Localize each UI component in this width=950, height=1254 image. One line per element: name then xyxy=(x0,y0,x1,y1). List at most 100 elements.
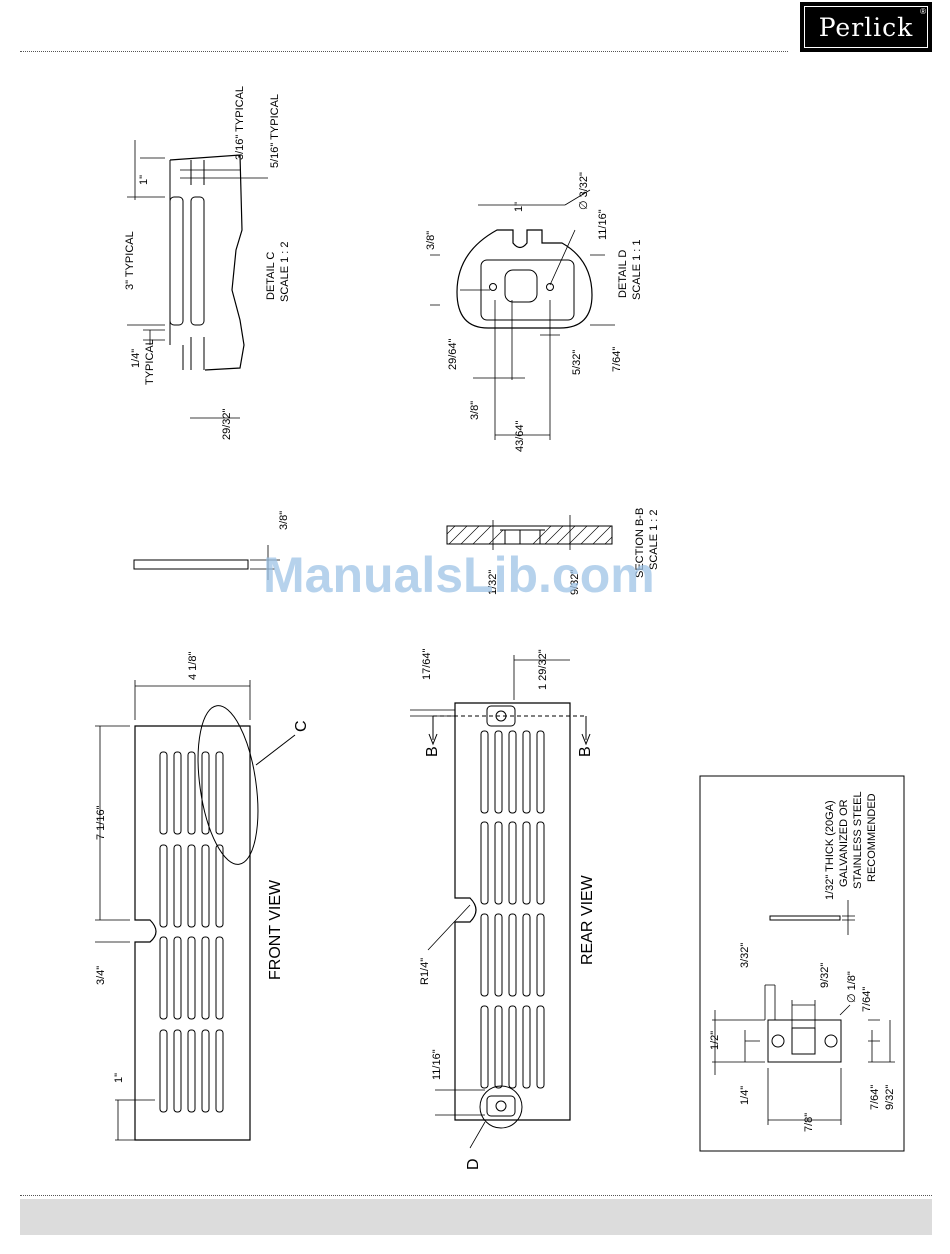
front-view-slot-14 xyxy=(201,936,210,1020)
detail-c-dim-e1: 1/4" xyxy=(130,349,142,368)
rear-view-dim-radius: R1/4" xyxy=(419,958,431,985)
detail-d-hole-left xyxy=(489,283,497,291)
shim-hole-left xyxy=(771,1034,785,1048)
front-view-slot-20 xyxy=(215,1029,224,1113)
rear-view-slot-6 xyxy=(480,821,489,905)
front-view-slot-12 xyxy=(173,936,182,1020)
shim-plate xyxy=(767,1019,842,1063)
rear-view-detail-circle xyxy=(479,1085,523,1129)
detail-d-dim-f: 5/32" xyxy=(571,350,583,375)
detail-c-dim-d: 3" TYPICAL xyxy=(124,231,136,290)
rear-view-slot-12 xyxy=(494,913,503,997)
shim-note-3: STAINLESS STEEL xyxy=(852,791,864,889)
shim-dim-g: 7/64" xyxy=(869,1085,881,1110)
front-view-dim-end: 1" xyxy=(113,1073,125,1083)
rear-view-slot-16 xyxy=(480,1005,489,1089)
rear-view-section-mark-right: B xyxy=(577,746,594,757)
rear-view-boss-bottom xyxy=(486,1095,516,1117)
front-view-slot-10 xyxy=(215,844,224,928)
rear-view-slot-7 xyxy=(494,821,503,905)
side-dimlines xyxy=(250,545,280,580)
detail-c-dim-e2: TYPICAL xyxy=(144,339,156,385)
section-bb-scale: SCALE 1 : 2 xyxy=(648,509,660,570)
shim-dim-e: 1/2" xyxy=(709,1031,721,1050)
shim-edge-dim xyxy=(842,900,855,935)
rear-view-slot-10 xyxy=(536,821,545,905)
rear-view-slot-20 xyxy=(536,1005,545,1089)
shim-dim-f: 1/4" xyxy=(739,1086,751,1105)
detail-d-dim-b: ∅ 3/32" xyxy=(578,172,590,210)
front-view-slot-7 xyxy=(173,844,182,928)
rear-view-dim-b: 1 29/32" xyxy=(537,649,549,690)
section-bb-hatch xyxy=(446,525,613,545)
front-view-slot-5 xyxy=(215,751,224,835)
front-view-slot-2 xyxy=(173,751,182,835)
section-bb-title: SECTION B-B xyxy=(634,508,646,578)
rear-view-dim-c: 11/16" xyxy=(431,1049,443,1080)
perlick-logo: Perlick ® xyxy=(800,2,932,52)
front-view-callout: C xyxy=(293,720,310,732)
front-view-outline xyxy=(134,725,251,1141)
rear-view-slot-11 xyxy=(480,913,489,997)
rear-view-slot-5 xyxy=(536,730,545,814)
detail-d-scale: SCALE 1 : 1 xyxy=(631,239,643,300)
front-view-slot-6 xyxy=(159,844,168,928)
detail-c-edge xyxy=(169,160,184,370)
detail-d-outline xyxy=(456,229,593,329)
rear-view-slot-17 xyxy=(494,1005,503,1089)
rear-view-slot-4 xyxy=(522,730,531,814)
section-bb-dim-b: 9/32" xyxy=(569,570,581,595)
rear-view-slot-2 xyxy=(494,730,503,814)
shim-box xyxy=(699,775,905,1152)
detail-c-dim-f: 29/32" xyxy=(221,408,233,440)
detail-d-dim-i: 43/64" xyxy=(514,420,526,452)
rear-view-boss-bottom-hole xyxy=(495,1100,507,1112)
rear-view-dim-a: 17/64" xyxy=(421,648,433,680)
detail-c-scale: SCALE 1 : 2 xyxy=(279,241,291,302)
rear-view-title: REAR VIEW xyxy=(579,874,596,965)
front-view-slot-13 xyxy=(187,936,196,1020)
detail-d-title: DETAIL D xyxy=(617,250,629,298)
watermark: ManualsLib.com xyxy=(263,547,655,603)
logo-registered-mark: ® xyxy=(920,7,926,16)
rear-view-leaders xyxy=(410,655,570,1149)
front-view-slot-1 xyxy=(159,751,168,835)
rear-view-section-mark-left: B xyxy=(424,746,441,757)
section-bb: 1/32" 9/32" SECTION B-B SCALE 1 : 2 xyxy=(446,508,660,595)
front-view-slot-18 xyxy=(187,1029,196,1113)
shim-dim-c: ∅ 1/8" xyxy=(846,971,858,1003)
shim-note-4: RECOMMENDED xyxy=(866,793,878,882)
front-view-slot-3 xyxy=(187,751,196,835)
shim-edge xyxy=(769,915,841,921)
detail-d-dimlines xyxy=(430,189,615,440)
shim-dim-b: 9/32" xyxy=(819,963,831,988)
rear-view-callout: D xyxy=(465,1158,482,1170)
detail-c-dim-c: 1" xyxy=(138,175,150,185)
shim-hole-right xyxy=(824,1034,838,1048)
rear-view-slot-15 xyxy=(536,913,545,997)
rear-view-slot-13 xyxy=(508,913,517,997)
shim-note-1: 1/32" THICK (20GA) xyxy=(824,800,836,900)
logo-text: Perlick xyxy=(818,12,914,42)
detail-d-dim-a: 1" xyxy=(513,202,525,212)
shim-dimlines xyxy=(712,984,895,1125)
rear-view-section-arrows xyxy=(428,716,591,746)
rear-view-slot-18 xyxy=(508,1005,517,1089)
detail-c-dim-a: 3/16" TYPICAL xyxy=(234,86,246,160)
rear-view: 17/64" 1 29/32" R1/4" 11/16" B B D REAR … xyxy=(410,648,596,1170)
footer-bar xyxy=(20,1199,932,1235)
detail-d-dim-h: 3/8" xyxy=(469,401,481,420)
shim-dim-a: 3/32" xyxy=(739,943,751,968)
section-bb-dimlines xyxy=(492,515,580,550)
front-view-slot-17 xyxy=(173,1029,182,1113)
front-view-dimlines xyxy=(95,680,251,1141)
header-rule xyxy=(20,51,788,52)
detail-d-dim-c: 11/16" xyxy=(597,209,609,240)
shim-square-hole xyxy=(791,1027,816,1055)
front-view-slot-9 xyxy=(201,844,210,928)
front-view-slot-8 xyxy=(187,844,196,928)
front-view-title: FRONT VIEW xyxy=(267,879,284,980)
detail-d: 1" ∅ 3/32" 11/16" 3/8" 29/64" 5/32" 7/64… xyxy=(425,172,643,452)
detail-c-dimlines xyxy=(127,140,268,419)
shim-dim-h: 9/32" xyxy=(884,1085,896,1110)
